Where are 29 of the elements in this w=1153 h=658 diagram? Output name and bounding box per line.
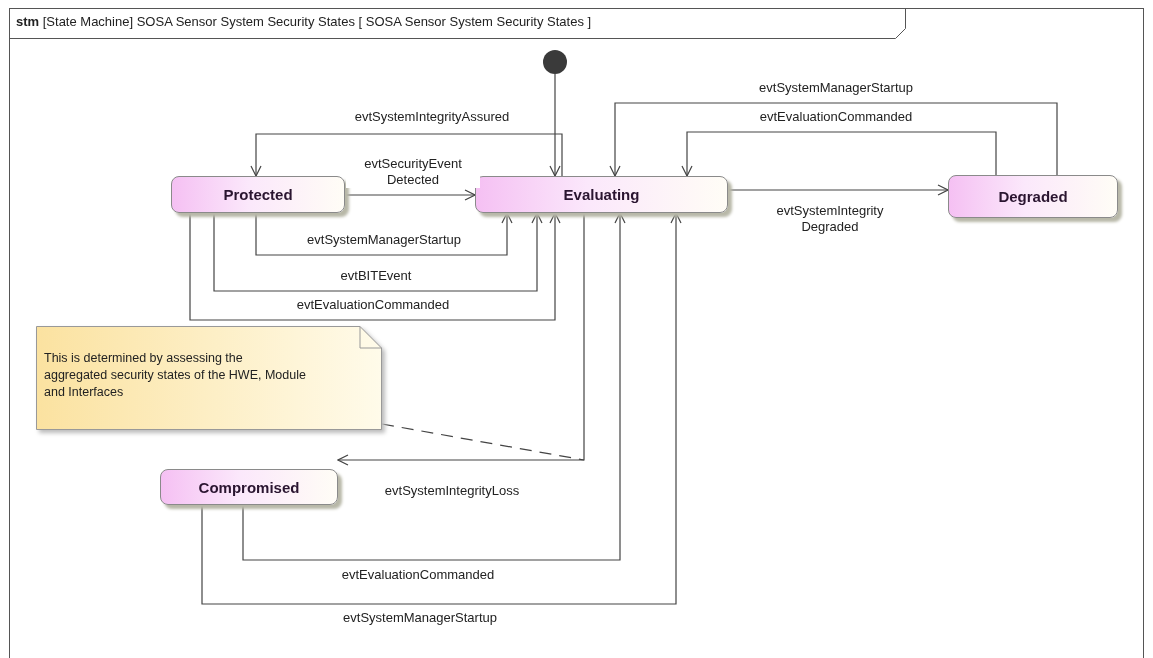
transition-arrow bbox=[337, 212, 585, 466]
state-name: Protected bbox=[223, 186, 293, 203]
transition-arrow bbox=[681, 131, 997, 177]
initial-state-dot bbox=[543, 50, 567, 74]
frame-title: stm [State Machine] SOSA Sensor System Security States [ SOSA Sensor System Security States ] bbox=[16, 14, 592, 29]
transition-arrow bbox=[344, 189, 476, 201]
transition-arrow bbox=[250, 133, 563, 177]
edge-label: evtSystemManagerStartup bbox=[341, 610, 499, 626]
note-text: This is determined by assessing the aggregated security states of the HWE, Module and Interfaces bbox=[44, 350, 306, 401]
state-name: Compromised bbox=[198, 478, 300, 496]
edge-label: evtSystemManagerStartup bbox=[757, 80, 915, 96]
transition-arrow bbox=[189, 212, 561, 321]
state-box bbox=[475, 176, 728, 213]
transition-arrow bbox=[201, 212, 682, 605]
edge-label: evtSystemManagerStartup bbox=[305, 232, 463, 248]
edge-label: evtSystemIntegrityLoss bbox=[382, 483, 522, 499]
state-name: Degraded bbox=[998, 188, 1068, 205]
transition-arrow bbox=[255, 212, 513, 256]
transition-arrow bbox=[213, 212, 543, 292]
state-box bbox=[160, 469, 338, 505]
transition-arrow bbox=[549, 73, 561, 177]
state-name: Evaluating bbox=[563, 186, 640, 203]
transition-arrow bbox=[727, 184, 949, 196]
transition-arrow bbox=[609, 102, 1058, 177]
transition-arrow bbox=[242, 212, 626, 561]
edge-label: evtSystemIntegrityAssured bbox=[352, 109, 512, 125]
leader-line bbox=[381, 423, 585, 461]
state-box bbox=[948, 175, 1118, 218]
state-box bbox=[171, 176, 345, 213]
